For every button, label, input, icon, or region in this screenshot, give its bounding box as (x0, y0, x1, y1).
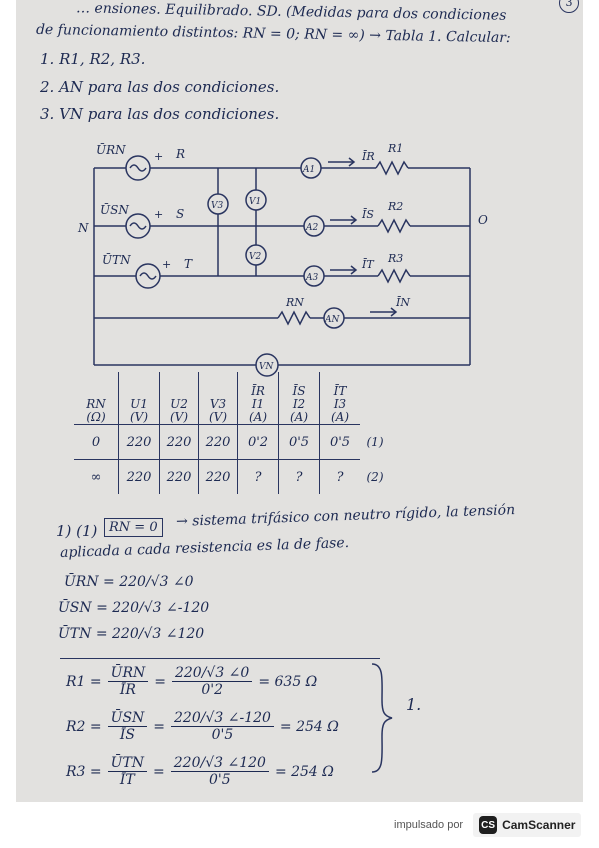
task-2: 2. AN para las dos condiciones. (40, 78, 280, 96)
phasor-urn: ŪRN = 220/√3 ∠0 (64, 574, 194, 590)
table-row: ∞ 220 220 220 ? ? ? (2) (74, 459, 390, 494)
row-tag: (2) (366, 469, 384, 484)
plus-s: + (154, 208, 163, 221)
camscanner-brand: CamScanner (502, 818, 576, 832)
voltmeter-v3-label: V3 (211, 201, 223, 211)
curly-brace (371, 663, 393, 773)
ammeter-a3-label: A3 (305, 273, 318, 283)
ammeter-an-label: AN (324, 315, 340, 325)
task-1: 1. R1, R2, R3. (40, 50, 146, 68)
table-cell: ∞ (74, 459, 119, 494)
section1-boxed: RN = 0 (104, 518, 163, 537)
resistor-r2-label: R2 (387, 200, 403, 213)
current-is-label: ĪS (361, 208, 374, 221)
voltmeter-vn-label: VN (259, 362, 274, 372)
header-u2: U2(V) (159, 372, 199, 425)
table-cell: 0 (74, 424, 119, 460)
table-cell: 0'5 (278, 424, 320, 460)
row-tag: (1) (366, 435, 384, 449)
camscanner-logo: CS CamScanner (473, 813, 582, 837)
resistor-r1-label: R1 (387, 142, 403, 155)
phasor-usn: ŪSN = 220/√3 ∠-120 (58, 600, 210, 616)
current-ir-label: ĪR (361, 150, 375, 163)
header-u1: U1(V) (118, 372, 160, 425)
table-cell: 220 (159, 424, 199, 460)
paper-sheet: 3 … ensiones. Equilibrado. SD. (Medidas … (16, 0, 583, 802)
source-label-usn: ŪSN (100, 202, 129, 217)
table-cell: 220 (159, 459, 199, 494)
resistor-r3-label: R3 (387, 252, 403, 265)
plus-t: + (162, 258, 171, 271)
table-cell: ? (237, 459, 279, 494)
source-label-urn: ŪRN (96, 142, 126, 157)
divider (60, 658, 380, 659)
powered-by-text: impulsado por (394, 819, 464, 831)
table-cell: 220 (198, 424, 238, 460)
plus-r: + (154, 150, 163, 163)
section1-text-1: → sistema trifásico con neutro rígido, l… (175, 502, 516, 530)
table-cell: 220 (118, 459, 160, 494)
voltmeter-v2-label: V2 (249, 252, 261, 262)
current-it-label: ĪT (361, 258, 375, 271)
voltmeter-v1-label: V1 (249, 197, 261, 207)
phase-label-r: R (175, 147, 185, 161)
table-cell: 0'5 (319, 424, 360, 460)
scanner-footer: impulsado por CS CamScanner (394, 811, 582, 839)
phase-label-s: S (176, 207, 184, 221)
table-cell: 220 (198, 459, 238, 494)
section1-text-2: aplicada a cada resistencia es la de fas… (59, 534, 350, 562)
table-row: 0 220 220 220 0'2 0'5 0'5 (1) (74, 424, 390, 460)
table-cell: ? (278, 459, 320, 494)
phase-label-t: T (184, 257, 193, 271)
task-3: 3. VN para las dos condiciones. (40, 105, 280, 123)
header-rn: RN(Ω) (86, 397, 106, 424)
ammeter-a2-label: A2 (305, 223, 318, 233)
table-cell: 0'2 (237, 424, 279, 460)
resistor-rn-label: RN (285, 296, 304, 309)
answer-mark: 1. (406, 695, 422, 714)
phasor-utn: ŪTN = 220/√3 ∠120 (58, 626, 205, 642)
camscanner-icon: CS (479, 816, 498, 834)
circuit-diagram: ŪRN ŪSN ŪTN + + + R S T N O A1 A2 A3 AN … (77, 142, 488, 377)
ammeter-a1-label: A1 (302, 165, 315, 175)
neutral-label-o: O (478, 213, 488, 227)
current-in-label: ĪN (395, 296, 410, 309)
section1-label: 1) (1) (56, 522, 98, 540)
table-cell: ? (319, 459, 360, 494)
source-label-utn: ŪTN (102, 252, 131, 267)
table-cell: 220 (118, 424, 160, 460)
neutral-label-n: N (77, 221, 89, 235)
header-v3: V3(V) (198, 372, 238, 425)
